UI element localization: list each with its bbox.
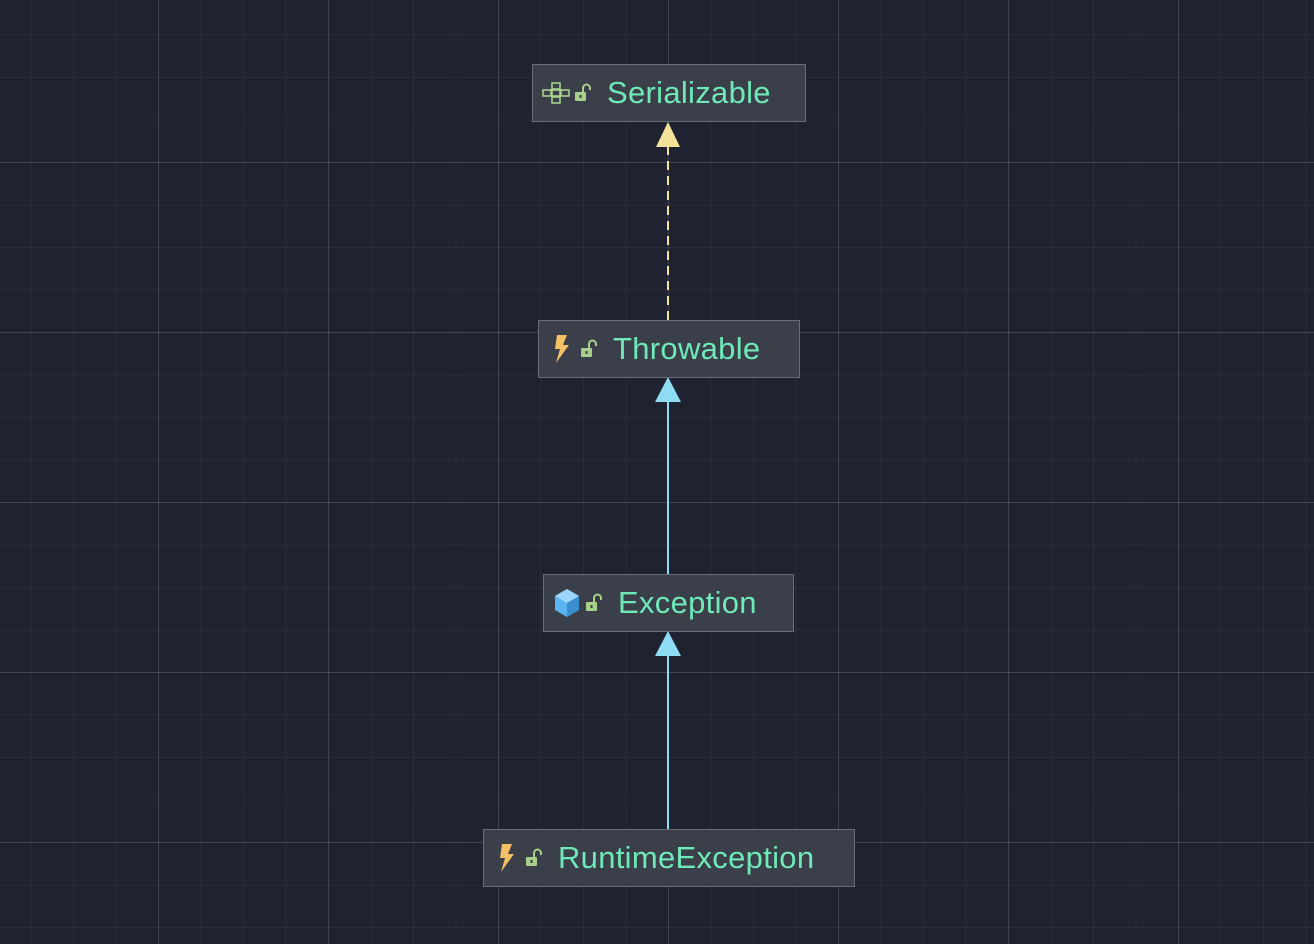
node-runtimeexception[interactable]: RuntimeException — [483, 829, 855, 887]
edge-throwable-serializable — [656, 122, 680, 320]
interface-icon — [541, 78, 571, 108]
arrowhead-icon — [655, 631, 681, 656]
node-label: RuntimeException — [558, 840, 815, 875]
lightning-icon — [547, 334, 577, 364]
edge-exception-throwable — [655, 377, 681, 574]
edge-runtimeexception-exception — [655, 631, 681, 829]
node-serializable[interactable]: Serializable — [532, 64, 806, 122]
node-label: Throwable — [613, 331, 761, 366]
unlocked-lock-icon — [522, 843, 546, 873]
hollow-arrowhead-icon — [656, 122, 680, 147]
unlocked-lock-icon — [582, 588, 606, 618]
arrowhead-icon — [655, 377, 681, 402]
node-exception[interactable]: Exception — [543, 574, 794, 632]
node-label: Exception — [618, 585, 757, 620]
node-throwable[interactable]: Throwable — [538, 320, 800, 378]
unlocked-lock-icon — [577, 334, 601, 364]
lightning-icon — [492, 843, 522, 873]
node-label: Serializable — [607, 75, 771, 110]
class-cube-icon — [552, 588, 582, 618]
unlocked-lock-icon — [571, 78, 595, 108]
